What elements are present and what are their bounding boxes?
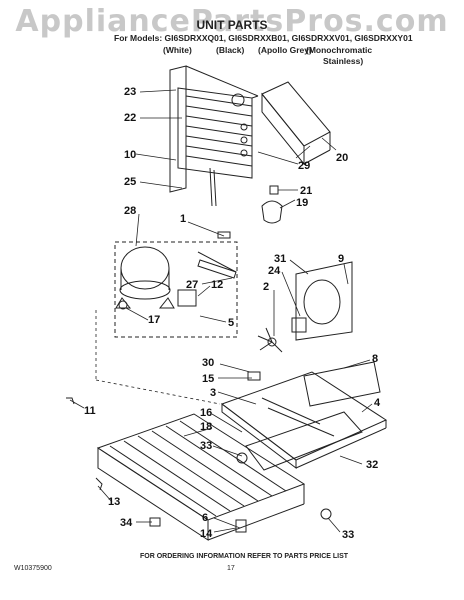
callout-9: 9 <box>338 253 344 265</box>
small-parts <box>66 231 332 533</box>
callout-14: 14 <box>200 528 213 540</box>
clip-and-screw <box>261 185 283 224</box>
callout-18: 18 <box>200 421 212 433</box>
evaporator-assembly <box>169 65 259 207</box>
models-line: For Models: GI6SDRXXQ01, GI6SDRXXB01, GI… <box>114 33 413 43</box>
condenser-fan <box>257 261 353 353</box>
page-number: 17 <box>227 565 235 572</box>
callout-17: 17 <box>148 314 160 326</box>
color-black: (Black) <box>216 45 245 55</box>
callout-21: 21 <box>300 185 312 197</box>
color-monochromatic: (Monochromatic <box>306 45 373 55</box>
ordering-info: FOR ORDERING INFORMATION REFER TO PARTS … <box>140 553 349 560</box>
callout-11: 11 <box>84 405 96 417</box>
condenser-coil <box>96 413 306 541</box>
callout-15: 15 <box>202 373 214 385</box>
callout-19: 19 <box>296 197 308 209</box>
callout-10: 10 <box>124 149 136 161</box>
callout-28: 28 <box>124 205 136 217</box>
callout-13: 13 <box>108 496 120 508</box>
callout-30: 30 <box>202 357 214 369</box>
callout-3: 3 <box>210 387 216 399</box>
color-white: (White) <box>163 45 192 55</box>
base-panel <box>245 411 363 471</box>
callout-12: 12 <box>211 279 223 291</box>
leader-lines <box>69 89 373 533</box>
callout-16: 16 <box>200 407 212 419</box>
color-stainless: Stainless) <box>323 56 364 66</box>
callout-labels: 23 22 10 25 28 1 27 12 17 5 31 24 9 2 30… <box>84 86 381 541</box>
compressor <box>115 246 237 310</box>
callout-25: 25 <box>124 176 136 188</box>
compressor-box <box>114 241 238 338</box>
callout-2: 2 <box>263 281 269 293</box>
callout-8: 8 <box>372 353 378 365</box>
callout-27: 27 <box>186 279 198 291</box>
callout-5: 5 <box>228 317 234 329</box>
callout-1: 1 <box>180 213 186 225</box>
callout-33: 33 <box>200 440 212 452</box>
page-title: UNIT PARTS <box>196 18 268 32</box>
callout-20: 20 <box>336 152 348 164</box>
duct-cover <box>261 81 331 166</box>
callout-6: 6 <box>202 512 208 524</box>
callout-31: 31 <box>274 253 286 265</box>
callout-29: 29 <box>298 160 310 172</box>
color-apollo-grey: (Apollo Grey) <box>258 45 312 55</box>
document-number: W10375900 <box>14 565 52 572</box>
callout-24: 24 <box>268 265 281 277</box>
callout-4: 4 <box>374 397 381 409</box>
machine-tray <box>220 361 388 470</box>
callout-23: 23 <box>124 86 136 98</box>
callout-34: 34 <box>120 517 133 529</box>
callout-33b: 33 <box>342 529 354 541</box>
callout-22: 22 <box>124 112 136 124</box>
callout-32: 32 <box>366 459 378 471</box>
watermark: AppliancePartsPros.com <box>15 4 449 39</box>
